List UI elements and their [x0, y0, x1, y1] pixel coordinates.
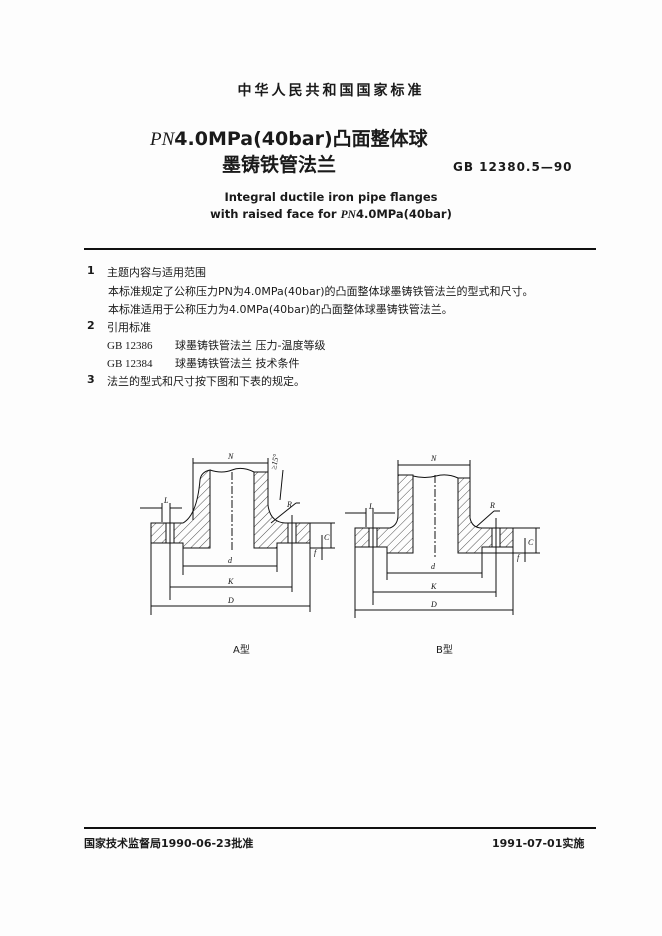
type-b-flange-section-right — [457, 477, 514, 554]
dim-label-c: C — [528, 538, 534, 547]
reference-code: GB 12386 — [107, 340, 153, 352]
header-divider — [84, 248, 596, 250]
dim-label-f: f — [517, 553, 521, 562]
dim-label-n: N — [227, 452, 234, 461]
dim-label-k: K — [227, 577, 234, 586]
pn-symbol: PN — [150, 129, 175, 150]
section-3-number: 3 — [87, 373, 95, 386]
dim-label-f: f — [314, 548, 318, 557]
country-standard-heading: 中华人民共和国国家标准 — [237, 83, 425, 99]
approval-date: 国家技术监督局1990-06-23批准 — [84, 837, 254, 850]
standard-code: GB 12380.5—90 — [453, 160, 573, 174]
english-title-line-1: Integral ductile iron pipe flanges — [224, 190, 438, 204]
dim-label-d-outer: D — [430, 600, 437, 609]
section-2-number: 2 — [87, 319, 95, 332]
section-3-text: 法兰的型式和尺寸按下图和下表的规定。 — [107, 375, 305, 388]
figure-caption-type-a: A型 — [233, 645, 250, 656]
section-1-paragraph: 本标准适用于公称压力为4.0MPa(40bar)的凸面整体球墨铸铁管法兰。 — [108, 303, 453, 316]
figure-caption-type-b: B型 — [436, 645, 453, 656]
type-b-drawing — [345, 460, 540, 618]
reference-title: 球墨铸铁管法兰 技术条件 — [175, 357, 300, 370]
dim-label-l: L — [163, 496, 169, 505]
dim-label-c: C — [324, 533, 330, 542]
section-1-heading: 主题内容与适用范围 — [107, 266, 206, 279]
flange-drawings: N ≥15° L R C f d K D — [140, 452, 540, 618]
dim-label-k: K — [430, 582, 437, 591]
effective-date: 1991-07-01实施 — [492, 837, 585, 850]
type-a-flange-section-left — [150, 469, 211, 549]
dim-label-r: R — [489, 501, 495, 510]
reference-code: GB 12384 — [107, 358, 153, 370]
dim-label-d-outer: D — [227, 596, 234, 605]
dim-label-d: d — [431, 562, 436, 571]
reference-item: GB 12384 球墨铸铁管法兰 技术条件 — [107, 355, 300, 371]
type-a-drawing — [140, 458, 335, 615]
title-line-1: PN4.0MPa(40bar)凸面整体球 — [150, 124, 428, 151]
title-line-1-text: 4.0MPa(40bar)凸面整体球 — [174, 128, 428, 150]
pn-symbol: PN — [340, 209, 356, 221]
dim-label-d: d — [228, 556, 233, 565]
dim-label-r: R — [286, 500, 292, 509]
dim-label-n: N — [430, 454, 437, 463]
section-2-heading: 引用标准 — [107, 321, 151, 334]
title-line-2: 墨铸铁管法兰 — [222, 154, 337, 176]
section-1-number: 1 — [87, 264, 95, 277]
dim-label-l: L — [368, 502, 374, 511]
type-b-flange-section-left — [354, 474, 414, 554]
english-title-line-2: with raised face for PN4.0MPa(40bar) — [0, 207, 662, 221]
footer-divider — [84, 827, 596, 829]
reference-title: 球墨铸铁管法兰 压力-温度等级 — [175, 339, 326, 352]
english-title-rest: 4.0MPa(40bar) — [355, 207, 452, 221]
dim-label-taper: ≥15° — [269, 453, 281, 471]
section-1-paragraph: 本标准规定了公称压力PN为4.0MPa(40bar)的凸面整体球墨铸铁管法兰的型… — [108, 285, 534, 298]
reference-item: GB 12386 球墨铸铁管法兰 压力-温度等级 — [107, 337, 325, 353]
english-title-prefix: with raised face for — [210, 207, 341, 221]
